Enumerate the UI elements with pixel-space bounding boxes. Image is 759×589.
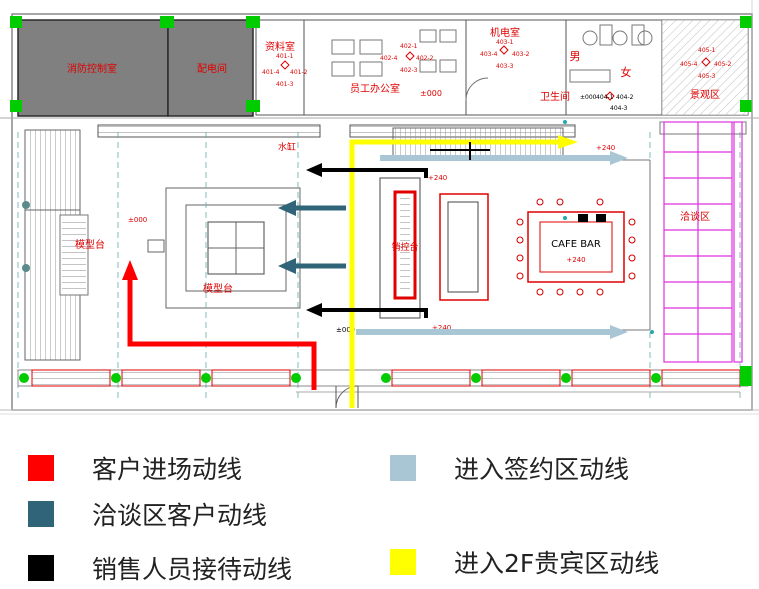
svg-text:404-2: 404-2 [616, 94, 634, 101]
legend-item-vip-2f: 进入2F贵宾区动线 [390, 544, 659, 580]
svg-text:402-2: 402-2 [416, 55, 434, 62]
svg-text:403-1: 403-1 [496, 39, 514, 46]
legend-item-sales-staff: 销售人员接待动线 [28, 550, 292, 586]
svg-text:405-4: 405-4 [680, 61, 698, 68]
legend-swatch-teal [28, 501, 54, 527]
legend-swatch-yellow [390, 549, 416, 575]
svg-text:±000: ±000 [580, 94, 597, 101]
legend-swatch-lightblue [390, 455, 416, 481]
label-model-table-left: 模型台 [75, 238, 105, 251]
power-room [167, 19, 254, 117]
label-archive-room: 资料室 [265, 40, 295, 53]
label-women: 女 [621, 65, 632, 79]
label-fire-control: 消防控制室 [67, 62, 117, 75]
legend-swatch-black [28, 555, 54, 581]
floor-plan: 消防控制室 配电间 资料室 员工办公室 机电室 男 女 卫生间 景观区 ±000… [0, 0, 759, 415]
elevation-cafe: +240 [566, 256, 585, 264]
svg-text:405-1: 405-1 [698, 47, 716, 54]
label-machine-room: 机电室 [490, 26, 520, 39]
stair-left-top [24, 129, 81, 211]
svg-text:403-4: 403-4 [480, 51, 498, 58]
label-staff-office: 员工办公室 [350, 82, 400, 95]
legend-label: 进入2F贵宾区动线 [454, 549, 660, 578]
tag-office: 402-1 402-4 402-2 402-3 [380, 43, 434, 74]
red-flow-lines [122, 260, 317, 390]
legend: 客户进场动线 洽谈区客户动线 销售人员接待动线 进入签约区动线 进入2F贵宾区动… [0, 440, 759, 589]
tag-machine: 403-1 403-4 403-2 403-3 [480, 39, 530, 70]
svg-text:401-2: 401-2 [290, 69, 308, 76]
label-negotiation-area: 洽谈区 [680, 210, 710, 223]
label-sales-counter: 销控台 [391, 241, 418, 253]
svg-text:403-2: 403-2 [512, 51, 530, 58]
label-cafe-bar: CAFE BAR [551, 239, 601, 250]
elevation-counter-bottom: +240 [432, 324, 451, 332]
svg-text:402-1: 402-1 [400, 43, 418, 50]
negotiation-area-shape [663, 121, 743, 363]
elevation-counter-top: +240 [428, 174, 447, 182]
svg-text:405-2: 405-2 [714, 61, 732, 68]
legend-label: 客户进场动线 [92, 455, 243, 484]
tag-archive: 401-1 401-4 401-2 401-3 [262, 53, 308, 88]
elevation-right-top: +240 [596, 144, 615, 152]
svg-text:404-3: 404-3 [610, 105, 628, 112]
label-model-table-center: 模型台 [203, 282, 233, 295]
label-office-elevation: ±000 [420, 89, 442, 98]
legend-item-negotiation-flow: 洽谈区客户动线 [28, 496, 267, 532]
svg-text:401-3: 401-3 [276, 81, 294, 88]
legend-label: 销售人员接待动线 [92, 555, 293, 584]
elevation-center: ±000 [128, 216, 147, 224]
legend-swatch-red [28, 455, 54, 481]
svg-text:404-1: 404-1 [596, 94, 614, 101]
svg-text:402-3: 402-3 [400, 67, 418, 74]
tag-scenic: 405-1 405-4 405-2 405-3 [680, 47, 732, 80]
svg-text:405-3: 405-3 [698, 73, 716, 80]
yellow-flow-lines [349, 135, 578, 408]
svg-text:402-4: 402-4 [380, 55, 398, 62]
label-power-room: 配电间 [197, 62, 227, 75]
legend-item-signing-area: 进入签约区动线 [390, 450, 629, 486]
teal-flow-lines [278, 200, 346, 274]
label-restroom: 卫生间 [540, 90, 570, 103]
cafe-bar-shape [516, 198, 636, 296]
legend-label: 进入签约区动线 [454, 455, 630, 484]
elevation-bottom-left: ±000 [336, 326, 355, 334]
svg-text:401-1: 401-1 [276, 53, 294, 60]
model-table-center-shape [147, 187, 301, 309]
label-scenic-area: 景观区 [690, 89, 720, 101]
svg-text:403-3: 403-3 [496, 63, 514, 70]
label-men: 男 [570, 50, 581, 63]
sales-counter-shape [379, 177, 421, 319]
label-water-feature: 水缸 [278, 141, 296, 153]
tag-restroom: ±000 404-1 404-2 404-3 [580, 91, 634, 112]
black-flow-lines [306, 142, 490, 318]
lightblue-flow-lines [356, 151, 628, 339]
fire-control-room [17, 19, 169, 117]
svg-text:401-4: 401-4 [262, 69, 280, 76]
legend-label: 洽谈区客户动线 [92, 501, 268, 530]
legend-item-customer-entry: 客户进场动线 [28, 450, 242, 486]
